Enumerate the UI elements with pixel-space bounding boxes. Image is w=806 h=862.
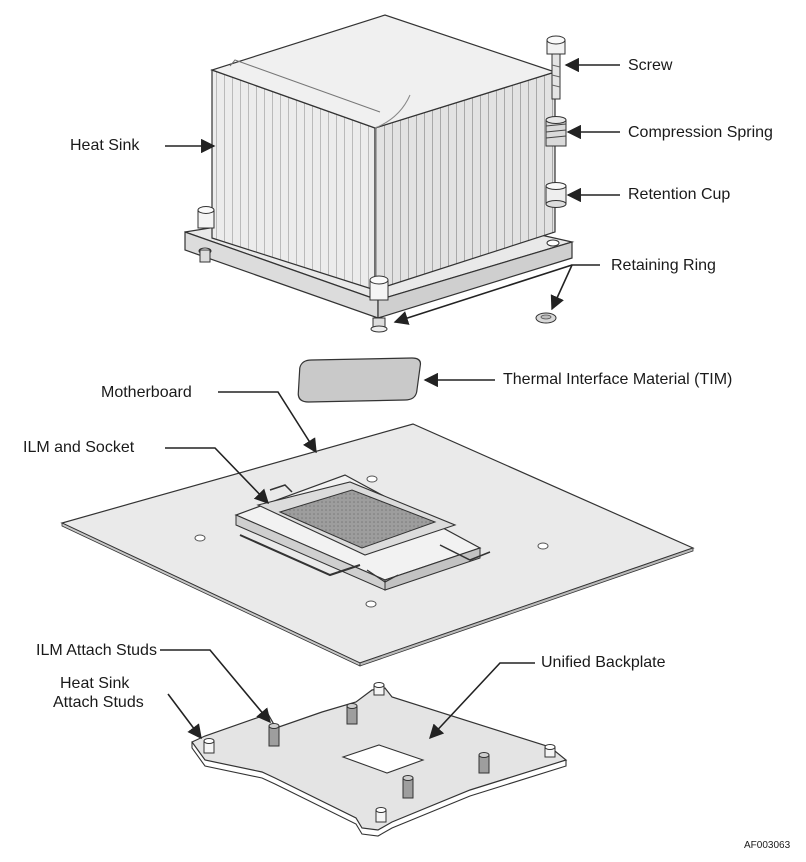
ilm-attach-stud <box>478 752 490 774</box>
heat-sink-attach-stud <box>203 738 215 754</box>
leader-ilm-studs <box>160 649 271 724</box>
heat-sink-screw-bottom <box>199 249 211 263</box>
thermal-interface-material <box>297 357 422 403</box>
heat-sink-attach-stud <box>373 682 385 696</box>
label-ilm-attach-studs: ILM Attach Studs <box>36 642 157 659</box>
label-ilm-socket: ILM and Socket <box>23 439 135 456</box>
leader-retaining-ring-b <box>393 264 573 325</box>
label-screw: Screw <box>628 57 673 74</box>
label-heat-sink-attach-studs-line2: Attach Studs <box>53 694 144 711</box>
heat-sink-attach-stud <box>544 744 556 758</box>
retaining-ring <box>535 312 557 324</box>
leader-hs-studs <box>167 693 202 740</box>
label-heat-sink: Heat Sink <box>70 137 140 154</box>
heat-sink-base-side <box>377 241 573 319</box>
ilm-attach-stud <box>346 703 358 725</box>
ilm-attach-stud <box>402 775 414 799</box>
figure-id: AF003063 <box>744 840 791 851</box>
label-retaining-ring: Retaining Ring <box>611 257 716 274</box>
label-retention-cup: Retention Cup <box>628 186 731 203</box>
unified-backplate <box>191 682 568 837</box>
label-compression-spring: Compression Spring <box>628 124 773 141</box>
motherboard-edge <box>359 547 694 667</box>
processor-chip <box>278 489 437 549</box>
label-tim: Thermal Interface Material (TIM) <box>503 371 733 388</box>
backplate-cutout <box>341 744 425 774</box>
compression-spring <box>545 116 567 147</box>
leader-retaining-ring <box>550 264 600 311</box>
leader-ilm-socket <box>165 447 269 505</box>
heat-sink <box>184 14 575 333</box>
ilm-attach-stud <box>268 723 280 747</box>
retention-cup <box>545 182 567 208</box>
heat-sink-screw-head <box>369 275 389 301</box>
label-heat-sink-attach-studs-line1: Heat Sink <box>60 675 130 692</box>
heat-sink-screw-head <box>197 206 215 229</box>
callout-leaders <box>160 57 620 740</box>
ilm-and-socket <box>234 474 491 591</box>
heat-sink-screw-bottom <box>370 317 388 333</box>
heat-sink-attach-stud <box>375 807 387 823</box>
leader-backplate <box>429 662 535 740</box>
leader-motherboard <box>218 391 317 454</box>
label-motherboard: Motherboard <box>101 384 192 401</box>
screw <box>546 35 566 100</box>
label-unified-backplate: Unified Backplate <box>541 654 666 671</box>
